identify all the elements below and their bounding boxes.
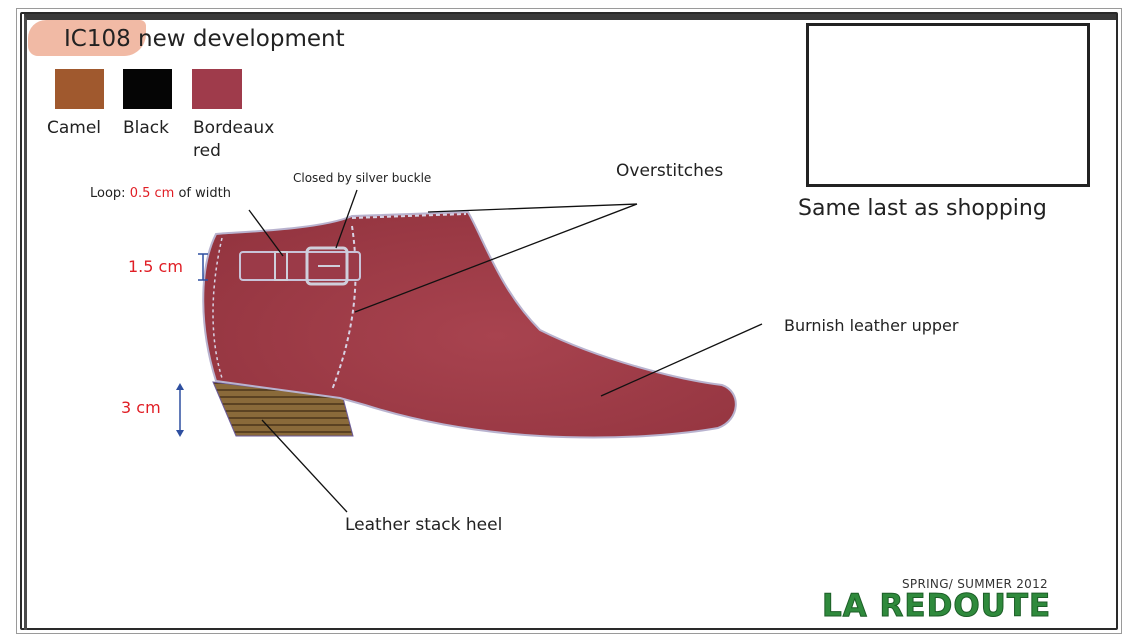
swatch-camel <box>55 69 104 109</box>
loop-prefix: Loop: <box>90 186 130 201</box>
silver-buckle <box>305 246 349 286</box>
loop-annotation: Loop: 0.5 cm of width <box>90 186 231 201</box>
reference-photo-frame <box>806 23 1090 187</box>
strap-loop <box>274 251 288 281</box>
swatch-label-camel: Camel <box>47 118 102 138</box>
buckle-annotation: Closed by silver buckle <box>293 171 432 185</box>
reference-caption: Same last as shopping <box>798 196 1047 221</box>
brand-logo: LA REDOUTE <box>821 588 1052 625</box>
strap-dimension-label: 1.5 cm <box>128 257 183 276</box>
season-label: SPRING/ SUMMER 2012 <box>902 577 1048 591</box>
page-title: IC108 new development <box>64 26 345 52</box>
frame-shadow <box>24 14 1116 630</box>
swatch-label-black: Black <box>123 118 169 138</box>
title-highlight <box>28 20 146 56</box>
outer-frame <box>16 8 1122 634</box>
heel-dimension-label: 3 cm <box>121 398 161 417</box>
swatch-black <box>123 69 172 109</box>
heel-annotation: Leather stack heel <box>345 515 503 535</box>
swatch-bordeaux-red <box>192 69 242 109</box>
upper-annotation: Burnish leather upper <box>784 316 959 335</box>
loop-suffix: of width <box>174 186 231 201</box>
overstitches-annotation: Overstitches <box>616 161 724 181</box>
swatch-label-bordeaux: Bordeaux red <box>193 118 275 161</box>
strap <box>239 251 361 281</box>
loop-value: 0.5 cm <box>129 186 175 201</box>
